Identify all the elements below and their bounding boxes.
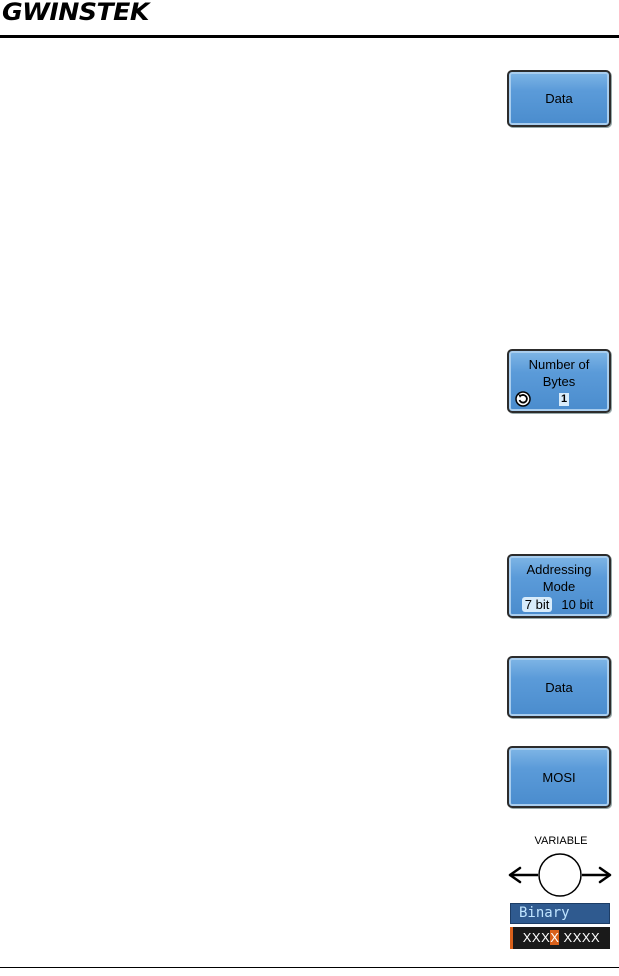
gwinstek-logo: GWINSTEK (2, 0, 149, 26)
number-of-bytes-softkey[interactable]: Number of Bytes 1 (507, 349, 611, 413)
data-softkey-label: Data (545, 91, 573, 106)
number-of-bytes-label-line2: Bytes (542, 374, 576, 389)
variable-knob-icon[interactable] (508, 850, 612, 900)
data-softkey-top[interactable]: Data (507, 70, 611, 127)
number-of-bytes-value: 1 (559, 392, 570, 406)
pattern-post: XXXX (559, 930, 601, 945)
addressing-mode-softkey[interactable]: Addressing Mode 7 bit 10 bit (507, 554, 611, 618)
footer-divider (0, 967, 619, 968)
mosi-softkey[interactable]: MOSI (507, 746, 611, 808)
addressing-mode-label-line2: Mode (542, 579, 576, 594)
mosi-softkey-label: MOSI (542, 769, 576, 785)
rotate-knob-icon (515, 391, 531, 407)
number-of-bytes-value-row: 1 (509, 391, 609, 407)
addressing-mode-options: 7 bit 10 bit (521, 597, 596, 612)
addressing-mode-10bit[interactable]: 10 bit (561, 597, 594, 612)
data-softkey-bottom[interactable]: Data (507, 656, 611, 718)
addressing-mode-label-line1: Addressing (526, 562, 592, 577)
number-of-bytes-label-line1: Number of (528, 357, 590, 372)
pattern-highlight-bit: X (550, 930, 560, 945)
addressing-mode-7bit[interactable]: 7 bit (521, 597, 553, 612)
data-softkey-bottom-label: Data (545, 679, 573, 695)
binary-pattern-display: XXXX XXXX (510, 927, 610, 949)
binary-mode-display: Binary (510, 903, 610, 924)
pattern-pre: XXX (522, 930, 551, 945)
header-divider (0, 35, 619, 38)
variable-knob-label: VARIABLE (534, 835, 588, 847)
